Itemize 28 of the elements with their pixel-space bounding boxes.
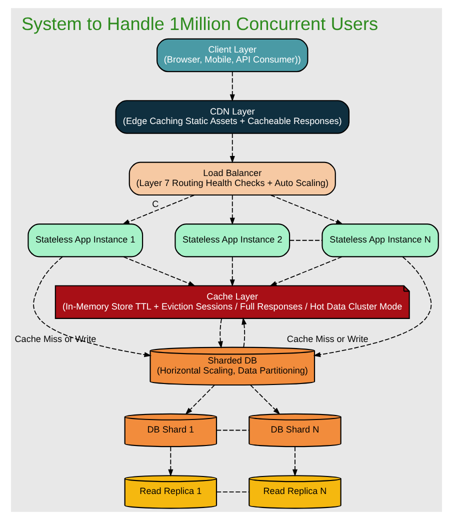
arrow [270, 194, 344, 224]
arrow [230, 133, 235, 164]
arrow [122, 194, 195, 224]
edge-label: C [152, 198, 159, 209]
arrow [269, 256, 342, 286]
arrow [218, 318, 223, 348]
node-box: Client Layer (Browser, Mobile, API Consumer)) [156, 38, 308, 72]
node-box: Stateless App Instance 2 [174, 224, 290, 258]
edge-label: Cache Miss or Write [14, 334, 96, 344]
arrow [230, 194, 235, 225]
node-box: Stateless App Instance 1 [28, 224, 144, 258]
arrow [168, 446, 174, 477]
arrow [313, 256, 432, 358]
node-box: Stateless App Instance N [322, 224, 439, 258]
arrow [123, 256, 196, 286]
arrow [250, 384, 280, 415]
node-box: Load Balancer (Layer 7 Routing Health Checks + Auto Scaling) [128, 162, 336, 196]
node-box: CDN Layer (Edge Caching Static Assets + Cacheable Responses) [115, 100, 350, 134]
connector [289, 240, 323, 241]
arrow [242, 317, 247, 348]
connector [216, 430, 250, 431]
diagram-title: System to Handle 1Million Concurrent Users [21, 14, 378, 34]
arrow [33, 256, 152, 358]
arrow [230, 256, 235, 287]
arrow [292, 446, 298, 477]
arrow [185, 384, 215, 415]
edge-label: Cache Miss or Write [286, 334, 368, 344]
arrow [230, 71, 235, 102]
